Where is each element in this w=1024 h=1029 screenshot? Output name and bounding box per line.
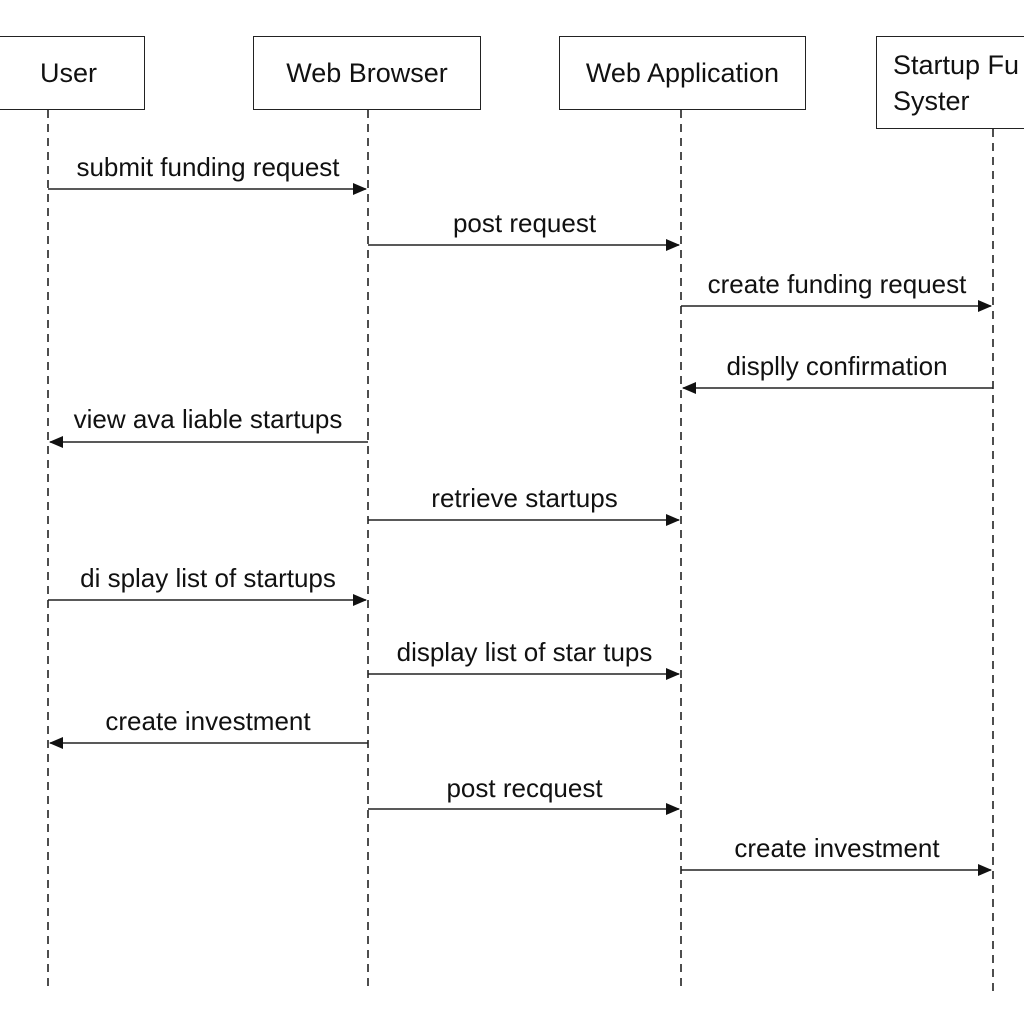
message-label: post recquest [446, 773, 603, 803]
message-label: post request [452, 208, 597, 238]
message-arrows-group [48, 183, 993, 876]
participant-box-web-browser: Web Browser [253, 36, 481, 110]
participant-label: User [39, 58, 97, 88]
message-label: create investment [734, 833, 940, 863]
message-label: submit funding request [76, 152, 340, 182]
message-label: retrieve startups [431, 483, 618, 513]
participant-label: Web Application [585, 58, 780, 88]
message-label: view ava liable startups [73, 404, 343, 434]
participant-box-startup-funding-system: Startup Fu Syster [876, 36, 1024, 129]
lifelines-group [47, 110, 994, 992]
participant-label: Web Browser [286, 58, 448, 88]
message-label: create funding request [707, 269, 967, 299]
participant-box-user: User [0, 36, 145, 110]
message-label: display list of star tups [396, 637, 653, 667]
participant-box-web-application: Web Application [559, 36, 806, 110]
participant-label: Startup Fu Syster [893, 49, 1020, 116]
message-label: di splay list of startups [80, 563, 336, 593]
message-label: displly confirmation [726, 351, 948, 381]
message-label: create investment [105, 706, 311, 736]
